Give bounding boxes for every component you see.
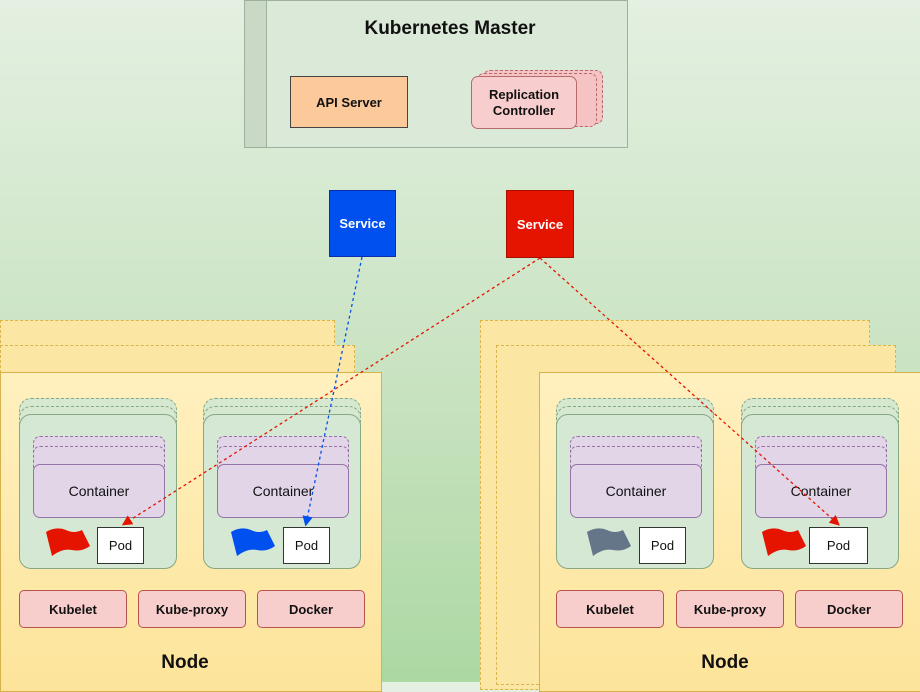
pod-flag-icon (587, 528, 631, 556)
pod-flag-icon (46, 528, 90, 556)
container-box: Container (217, 464, 349, 518)
pod-label: Pod (809, 527, 868, 564)
container-box: Container (755, 464, 887, 518)
docker-box: Docker (257, 590, 365, 628)
pod-flag-icon (762, 528, 806, 556)
pod-flag-icon (231, 528, 275, 556)
kubelet-box: Kubelet (556, 590, 664, 628)
pod-label: Pod (97, 527, 144, 564)
container-box: Container (570, 464, 702, 518)
pod-label: Pod (283, 527, 330, 564)
replication-controller-box: Replication Controller (471, 76, 577, 129)
service-blue: Service (329, 190, 396, 257)
pod-flag-icon (46, 528, 90, 556)
docker-box: Docker (795, 590, 903, 628)
kubelet-box: Kubelet (19, 590, 127, 628)
pod-flag-icon (762, 528, 806, 556)
master-title: Kubernetes Master (364, 18, 536, 39)
pod-flag-icon (587, 528, 631, 556)
node-right-label: Node (701, 652, 749, 673)
pod-flag-icon (231, 528, 275, 556)
api-server-box: API Server (290, 76, 408, 128)
kube-proxy-box: Kube-proxy (676, 590, 784, 628)
node-left-label: Node (161, 652, 209, 673)
container-box: Container (33, 464, 165, 518)
kube-proxy-box: Kube-proxy (138, 590, 246, 628)
pod-label: Pod (639, 527, 686, 564)
service-red: Service (506, 190, 574, 258)
